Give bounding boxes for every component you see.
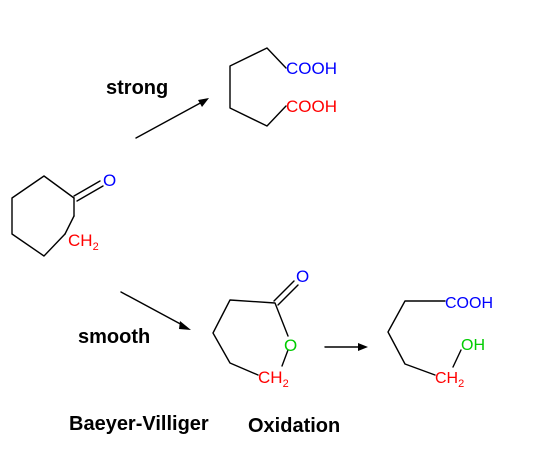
lactone-carbonyl-double-1 [273,280,295,302]
hydroxyacid-ch2-label: CH2 [435,370,464,390]
caprolactone-molecule: O O CH2 [212,267,309,390]
adipic-acid-molecule: COOH COOH [229,47,337,127]
lactone-o-ch2-bond [281,349,289,367]
lactone-ring-oxygen-label: O [284,336,297,355]
cyclohexanone-ring-bonds [11,175,75,257]
lactone-carbonyl-double-2 [277,284,299,306]
cyclohexanone-molecule: O CH2 [11,171,116,257]
reaction-name-baeyer-villiger: Baeyer-Villiger [69,413,209,435]
hydroxyacid-chain-bonds [387,300,446,376]
lactone-carbonyl-oxygen-label: O [296,267,309,286]
ch2-bond-red [64,215,75,235]
hydroxyacid-oh-bond [452,349,462,368]
arrow-smooth [120,291,191,330]
label-strong: strong [106,77,168,99]
reaction-name-oxidation: Oxidation [248,415,340,437]
hydroxyacid-oh-label: OH [461,337,485,354]
ketone-ch2-label: CH2 [68,231,99,253]
label-smooth: smooth [78,326,150,348]
lactone-ch2-label: CH2 [258,368,289,390]
carbonyl-double-bond-1 [73,180,101,197]
diacid-cooh-bottom-label: COOH [286,97,337,116]
hydroxyhexanoic-acid-molecule: COOH OH CH2 [387,295,493,390]
ketone-oxygen-label: O [103,171,116,190]
arrow-strong [135,98,209,139]
diacid-cooh-top-label: COOH [286,59,337,78]
hydroxyacid-cooh-label: COOH [445,295,493,312]
lactone-ring-bonds [212,299,289,376]
carbonyl-double-bond-2 [76,185,104,202]
arrow-hydrolysis [324,343,368,351]
diacid-chain-bonds [229,47,287,127]
